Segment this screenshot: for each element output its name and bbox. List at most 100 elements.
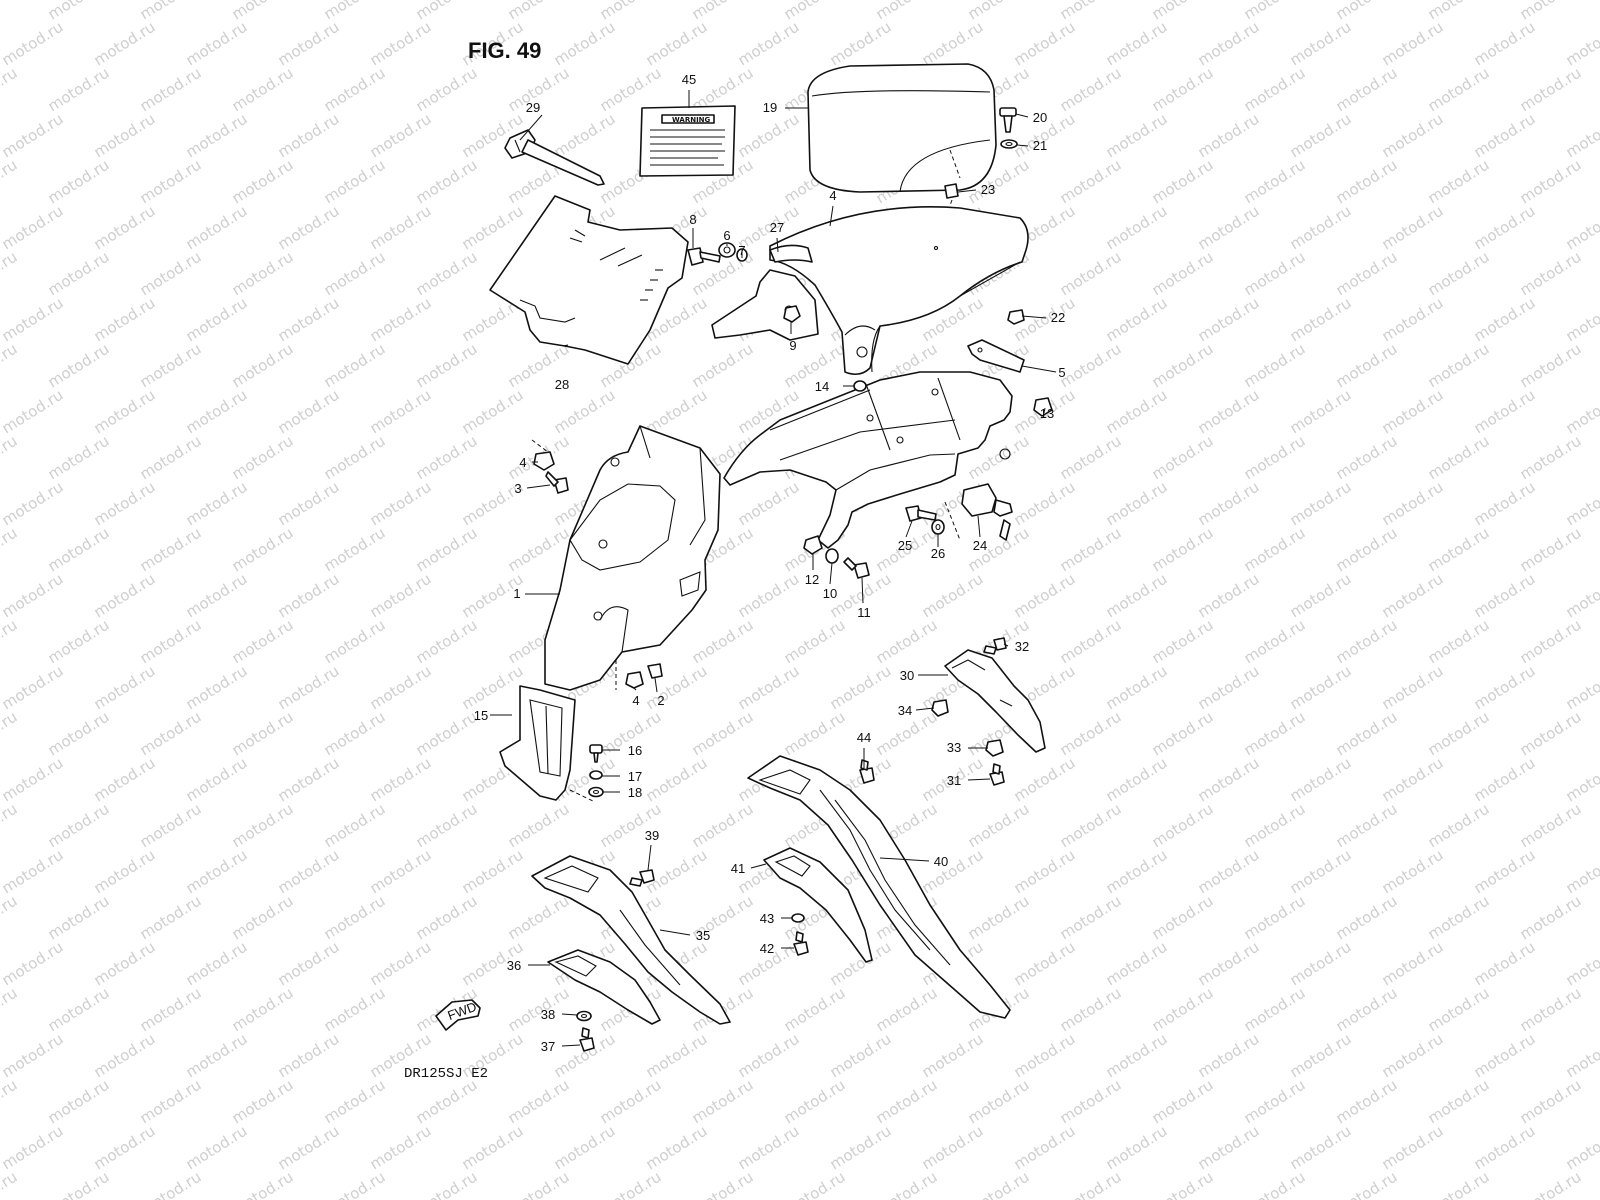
watermark-text: motod.ru	[735, 1030, 803, 1082]
washer-39-part	[576, 1010, 592, 1022]
watermark-text: motod.ru	[45, 64, 113, 116]
watermark-text: motod.ru	[1333, 616, 1401, 668]
watermark-text: motod.ru	[183, 846, 251, 898]
watermark-text: motod.ru	[781, 616, 849, 668]
watermark-text: motod.ru	[91, 18, 159, 70]
watermark-text: motod.ru	[137, 1168, 205, 1200]
watermark-text: motod.ru	[1149, 248, 1217, 300]
watermark-text: motod.ru	[1287, 1122, 1355, 1174]
watermark-text: motod.ru	[0, 294, 66, 346]
callout-44: 43	[760, 911, 774, 926]
watermark-text: motod.ru	[1471, 202, 1539, 254]
watermark-text: motod.ru	[45, 340, 113, 392]
watermark-text: motod.ru	[137, 984, 205, 1036]
watermark-text: motod.ru	[1333, 800, 1401, 852]
watermark-text: motod.ru	[1011, 478, 1079, 530]
watermark-text: motod.ru	[367, 754, 435, 806]
mud-guard-16-part	[499, 685, 576, 801]
watermark-text: motod.ru	[1057, 800, 1125, 852]
watermark-text: motod.ru	[1471, 938, 1539, 990]
watermark-text: motod.ru	[781, 708, 849, 760]
nut-10-part	[783, 305, 801, 323]
watermark-text: motod.ru	[1103, 386, 1171, 438]
watermark-text: motod.ru	[1241, 892, 1309, 944]
watermark-text: motod.ru	[827, 662, 895, 714]
watermark-text: motod.ru	[1241, 1168, 1309, 1200]
watermark-text: motod.ru	[1011, 18, 1079, 70]
washer-11-part	[825, 548, 839, 564]
watermark-text: motod.ru	[1379, 662, 1447, 714]
nut-23-part	[1007, 309, 1025, 325]
watermark-text: motod.ru	[1287, 938, 1355, 990]
watermark-text: motod.ru	[1241, 984, 1309, 1036]
watermark-text: motod.ru	[735, 110, 803, 162]
watermark-text: motod.ru	[1471, 18, 1539, 70]
washer-22-part	[1000, 139, 1018, 149]
watermark-text: motod.ru	[1195, 846, 1263, 898]
watermark-text: motod.ru	[1471, 754, 1539, 806]
watermark-text: motod.ru	[183, 1122, 251, 1174]
callout-46: 45	[682, 72, 696, 87]
watermark-text: motod.ru	[137, 340, 205, 392]
callout-43: 42	[760, 941, 774, 956]
watermark-text: motod.ru	[965, 800, 1033, 852]
watermark-text: motod.ru	[1379, 294, 1447, 346]
watermark-text: motod.ru	[689, 616, 757, 668]
watermark-text: motod.ru	[1471, 386, 1539, 438]
watermark-text: motod.ru	[321, 800, 389, 852]
watermark-text: motod.ru	[137, 248, 205, 300]
watermark-text: motod.ru	[1517, 156, 1585, 208]
callout-40: 39	[645, 828, 659, 843]
watermark-text: motod.ru	[827, 1030, 895, 1082]
watermark-text: motod.ru	[321, 248, 389, 300]
watermark-text: motod.ru	[1011, 754, 1079, 806]
watermark-text: motod.ru	[1471, 662, 1539, 714]
watermark-text: motod.ru	[1471, 294, 1539, 346]
watermark-text: motod.ru	[0, 1122, 66, 1174]
callout-31: 30	[900, 668, 914, 683]
watermark-text: motod.ru	[1425, 524, 1493, 576]
watermark-text: motod.ru	[1057, 892, 1125, 944]
watermark-text: motod.ru	[1103, 294, 1171, 346]
watermark-text: motod.ru	[551, 386, 619, 438]
watermark-text: motod.ru	[781, 984, 849, 1036]
watermark-text: motod.ru	[1517, 248, 1585, 300]
watermark-text: motod.ru	[1057, 432, 1125, 484]
mud-guard-41-part	[747, 755, 1011, 1019]
watermark-text: motod.ru	[1333, 340, 1401, 392]
watermark-text: motod.ru	[1287, 754, 1355, 806]
watermark-text: motod.ru	[1195, 1030, 1263, 1082]
watermark-text: motod.ru	[1379, 754, 1447, 806]
watermark-text: motod.ru	[0, 754, 66, 806]
band-clamp-part	[504, 129, 605, 186]
mud-plate-part	[489, 195, 689, 365]
watermark-text: motod.ru	[1149, 616, 1217, 668]
callout-19: 18	[628, 785, 642, 800]
watermark-text: motod.ru	[0, 570, 66, 622]
callout-17: 16	[628, 743, 642, 758]
watermark-text: motod.ru	[275, 386, 343, 438]
watermark-text: motod.ru	[689, 708, 757, 760]
callout-36: 35	[696, 928, 710, 943]
callout-28: 27	[770, 220, 784, 235]
watermark-text: motod.ru	[1333, 524, 1401, 576]
watermark-text: motod.ru	[229, 1076, 297, 1128]
washer-18-part	[589, 770, 603, 780]
callout-45: 44	[857, 730, 871, 745]
watermark-text: motod.ru	[597, 800, 665, 852]
watermark-text: motod.ru	[1149, 156, 1217, 208]
watermark-text: motod.ru	[1517, 892, 1585, 944]
rear-frame-part	[723, 371, 1013, 549]
watermark-text: motod.ru	[1333, 1076, 1401, 1128]
watermark-text: motod.ru	[1425, 64, 1493, 116]
watermark-text: motod.ru	[321, 1168, 389, 1200]
watermark-text: motod.ru	[137, 800, 205, 852]
watermark-text: motod.ru	[0, 248, 20, 300]
watermark-text: motod.ru	[459, 662, 527, 714]
watermark-text: motod.ru	[0, 938, 66, 990]
callout-16: 15	[474, 708, 488, 723]
watermark-text: motod.ru	[919, 18, 987, 70]
watermark-text: motod.ru	[45, 432, 113, 484]
watermark-text: motod.ru	[735, 478, 803, 530]
watermark-text: motod.ru	[689, 1168, 757, 1200]
